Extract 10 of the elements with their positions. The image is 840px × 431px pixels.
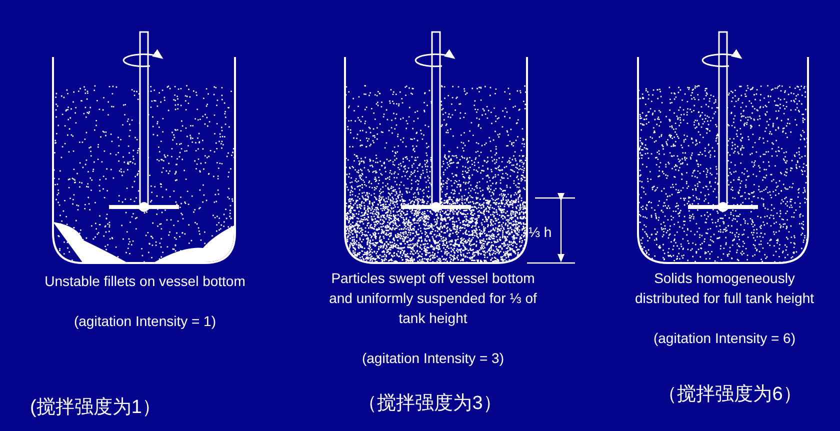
intensity-note: (agitation Intensity = 6) — [653, 330, 796, 346]
tank-caption: Solids homogeneously distributed for full tank height — [635, 270, 814, 306]
tank-caption: Unstable fillets on vessel bottom — [44, 273, 246, 289]
chinese-caption: (搅拌强度为1） — [30, 397, 161, 418]
intensity-note: (agitation Intensity = 1) — [74, 313, 216, 329]
tank-caption: Particles swept off vessel bottom and uniformly suspended for ⅓ of tank height — [329, 270, 537, 326]
intensity-note: (agitation Intensity = 3) — [362, 350, 504, 366]
chinese-caption: （搅拌强度为6） — [658, 384, 802, 405]
chinese-caption: （搅拌强度为3） — [358, 393, 502, 414]
dimension-label: ⅓ h — [528, 224, 552, 240]
